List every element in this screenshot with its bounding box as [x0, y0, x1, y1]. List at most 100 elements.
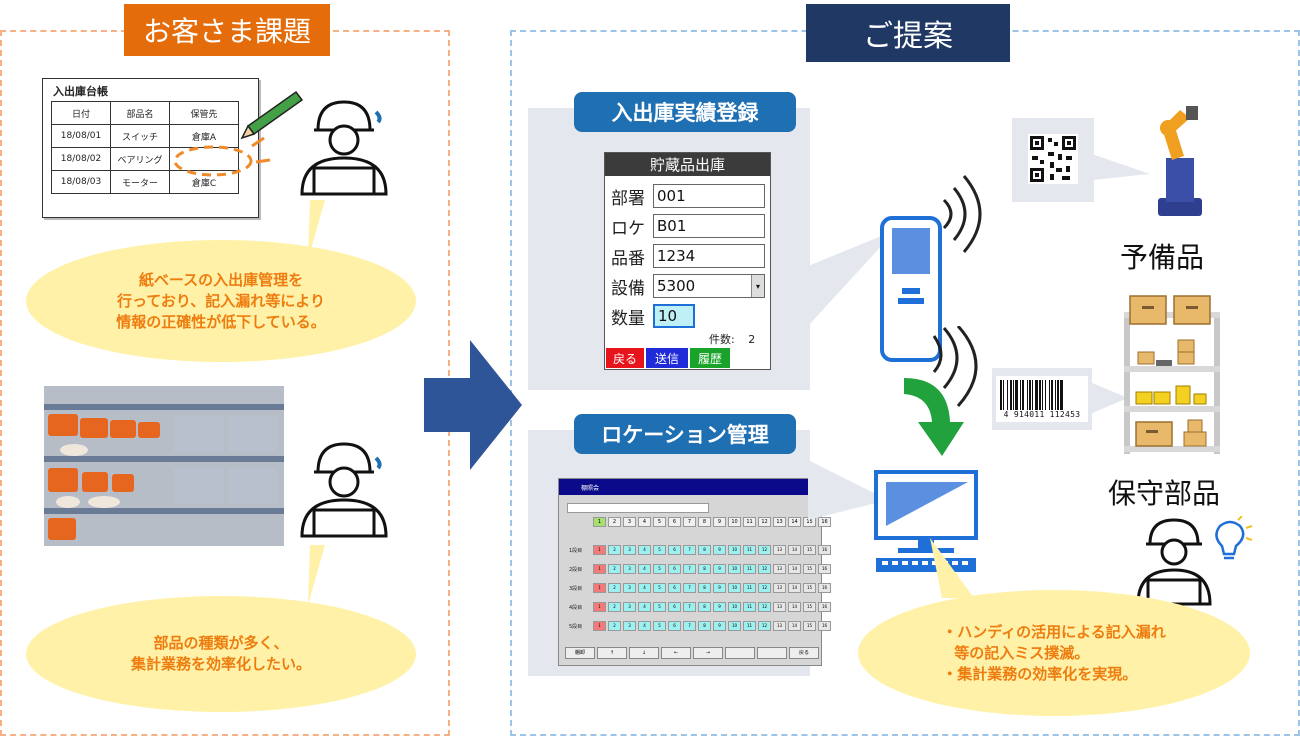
column-number-cell[interactable]: 16 — [818, 517, 831, 527]
shelf-cell[interactable]: 15 — [803, 602, 816, 612]
shelf-cell[interactable]: 15 — [803, 564, 816, 574]
shelf-cell[interactable]: 10 — [728, 602, 741, 612]
column-number-cell[interactable]: 5 — [653, 517, 666, 527]
send-button[interactable]: 送信 — [646, 348, 688, 368]
shelf-cell[interactable]: 6 — [668, 583, 681, 593]
shelf-cell[interactable]: 9 — [713, 564, 726, 574]
shelf-cell[interactable]: 7 — [683, 564, 696, 574]
shelf-cell[interactable]: 15 — [803, 621, 816, 631]
column-number-cell[interactable]: 4 — [638, 517, 651, 527]
shelf-cell[interactable]: 12 — [758, 583, 771, 593]
shelf-cell[interactable]: 8 — [698, 602, 711, 612]
shelf-cell[interactable]: 2 — [608, 564, 621, 574]
shelf-cell[interactable]: 10 — [728, 564, 741, 574]
shelf-cell[interactable]: 6 — [668, 545, 681, 555]
column-number-cell[interactable]: 13 — [773, 517, 786, 527]
column-number-cell[interactable]: 3 — [623, 517, 636, 527]
shelf-cell[interactable]: 8 — [698, 621, 711, 631]
shelf-cell[interactable]: 10 — [728, 545, 741, 555]
footer-button[interactable] — [725, 647, 755, 659]
shelf-cell[interactable]: 7 — [683, 602, 696, 612]
shelf-cell[interactable]: 1 — [593, 564, 606, 574]
shelf-cell[interactable]: 10 — [728, 583, 741, 593]
shelf-cell[interactable]: 14 — [788, 621, 801, 631]
shelf-cell[interactable]: 10 — [728, 621, 741, 631]
location-field[interactable]: B01 — [653, 214, 765, 238]
footer-button[interactable] — [757, 647, 787, 659]
quantity-field[interactable]: 10 — [653, 304, 695, 328]
shelf-cell[interactable]: 11 — [743, 545, 756, 555]
shelf-cell[interactable]: 13 — [773, 602, 786, 612]
shelf-cell[interactable]: 13 — [773, 545, 786, 555]
shelf-cell[interactable]: 12 — [758, 621, 771, 631]
shelf-cell[interactable]: 8 — [698, 564, 711, 574]
shelf-cell[interactable]: 9 — [713, 602, 726, 612]
shelf-cell[interactable]: 16 — [818, 583, 831, 593]
shelf-cell[interactable]: 13 — [773, 621, 786, 631]
shelf-cell[interactable]: 16 — [818, 564, 831, 574]
shelf-cell[interactable]: 12 — [758, 564, 771, 574]
shelf-cell[interactable]: 4 — [638, 545, 651, 555]
shelf-cell[interactable]: 14 — [788, 583, 801, 593]
shelf-cell[interactable]: 1 — [593, 583, 606, 593]
shelf-cell[interactable]: 3 — [623, 621, 636, 631]
shelf-cell[interactable]: 8 — [698, 545, 711, 555]
footer-button[interactable]: ← — [661, 647, 691, 659]
chevron-down-icon[interactable]: ▾ — [751, 275, 764, 297]
column-number-cell[interactable]: 6 — [668, 517, 681, 527]
shelf-cell[interactable]: 13 — [773, 564, 786, 574]
column-number-cell[interactable]: 2 — [608, 517, 621, 527]
shelf-cell[interactable]: 11 — [743, 602, 756, 612]
shelf-cell[interactable]: 2 — [608, 602, 621, 612]
shelf-cell[interactable]: 11 — [743, 564, 756, 574]
shelf-cell[interactable]: 14 — [788, 602, 801, 612]
shelf-cell[interactable]: 4 — [638, 564, 651, 574]
column-number-cell[interactable]: 8 — [698, 517, 711, 527]
footer-button[interactable]: 棚卸 — [565, 647, 595, 659]
footer-button[interactable]: → — [693, 647, 723, 659]
shelf-cell[interactable]: 11 — [743, 583, 756, 593]
column-number-cell[interactable]: 10 — [728, 517, 741, 527]
shelf-cell[interactable]: 6 — [668, 602, 681, 612]
back-button[interactable]: 戻る — [606, 348, 644, 368]
column-number-cell[interactable]: 7 — [683, 517, 696, 527]
shelf-cell[interactable]: 14 — [788, 545, 801, 555]
shelf-cell[interactable]: 6 — [668, 564, 681, 574]
shelf-cell[interactable]: 14 — [788, 564, 801, 574]
shelf-cell[interactable]: 7 — [683, 583, 696, 593]
part-number-field[interactable]: 1234 — [653, 244, 765, 268]
shelf-cell[interactable]: 5 — [653, 545, 666, 555]
filter-input[interactable] — [567, 503, 709, 513]
shelf-cell[interactable]: 3 — [623, 545, 636, 555]
column-number-cell[interactable]: 1 — [593, 517, 606, 527]
footer-button[interactable]: 戻る — [789, 647, 819, 659]
shelf-cell[interactable]: 4 — [638, 602, 651, 612]
shelf-cell[interactable]: 7 — [683, 621, 696, 631]
shelf-cell[interactable]: 5 — [653, 583, 666, 593]
column-number-cell[interactable]: 9 — [713, 517, 726, 527]
equipment-select[interactable]: 5300 ▾ — [653, 274, 765, 298]
shelf-cell[interactable]: 2 — [608, 621, 621, 631]
shelf-cell[interactable]: 9 — [713, 621, 726, 631]
shelf-cell[interactable]: 3 — [623, 602, 636, 612]
column-number-cell[interactable]: 11 — [743, 517, 756, 527]
shelf-cell[interactable]: 5 — [653, 602, 666, 612]
shelf-cell[interactable]: 12 — [758, 602, 771, 612]
shelf-cell[interactable]: 1 — [593, 545, 606, 555]
shelf-cell[interactable]: 9 — [713, 545, 726, 555]
shelf-cell[interactable]: 4 — [638, 583, 651, 593]
column-number-cell[interactable]: 12 — [758, 517, 771, 527]
shelf-cell[interactable]: 16 — [818, 602, 831, 612]
column-number-cell[interactable]: 14 — [788, 517, 801, 527]
shelf-cell[interactable]: 16 — [818, 621, 831, 631]
shelf-cell[interactable]: 3 — [623, 564, 636, 574]
shelf-cell[interactable]: 8 — [698, 583, 711, 593]
shelf-cell[interactable]: 9 — [713, 583, 726, 593]
shelf-cell[interactable]: 12 — [758, 545, 771, 555]
shelf-cell[interactable]: 7 — [683, 545, 696, 555]
shelf-cell[interactable]: 6 — [668, 621, 681, 631]
shelf-cell[interactable]: 5 — [653, 621, 666, 631]
department-field[interactable]: 001 — [653, 184, 765, 208]
footer-button[interactable]: ↑ — [597, 647, 627, 659]
shelf-cell[interactable]: 13 — [773, 583, 786, 593]
